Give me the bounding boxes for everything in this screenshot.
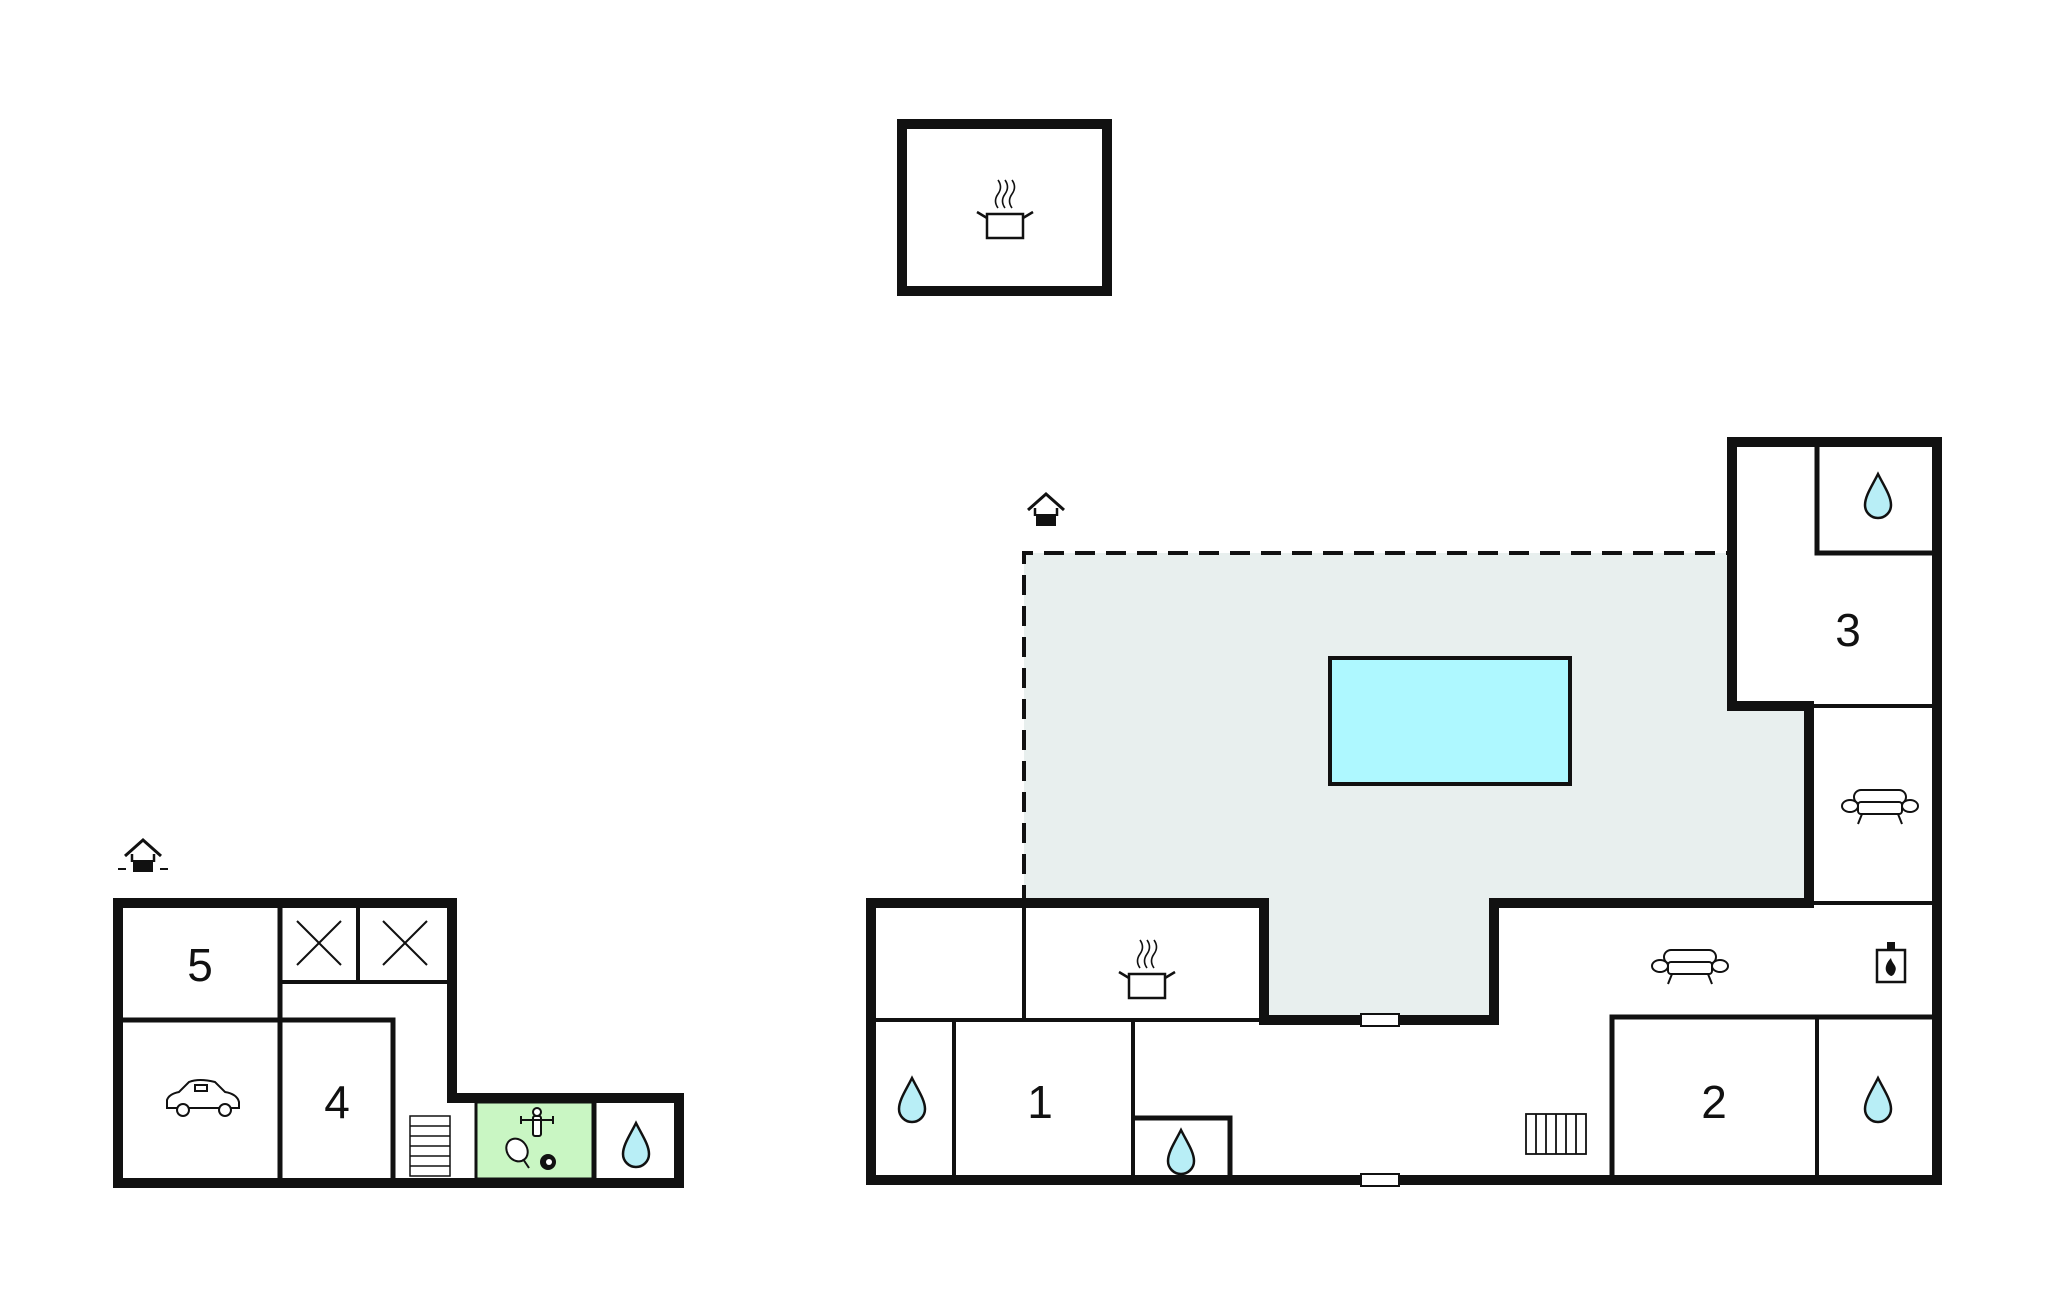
car-icon bbox=[166, 1079, 240, 1117]
foosball-icon bbox=[520, 1107, 554, 1137]
room-label-3: 3 bbox=[1835, 604, 1861, 656]
room-label-5: 5 bbox=[187, 939, 213, 991]
swimming-pool bbox=[1328, 656, 1572, 786]
stairs-icon bbox=[409, 1115, 451, 1177]
door-marker-entrance bbox=[1360, 1173, 1400, 1187]
well-icon bbox=[123, 838, 163, 874]
terrace-boundary bbox=[1022, 551, 1732, 905]
terrace bbox=[1024, 553, 1809, 1020]
annex-interior-walls bbox=[118, 903, 597, 1183]
door-marker-terrace bbox=[1360, 1013, 1400, 1027]
room-label-1: 1 bbox=[1027, 1076, 1053, 1128]
outbuilding-kitchen bbox=[897, 119, 1112, 296]
billiards-icon bbox=[540, 1154, 556, 1170]
room-label-2: 2 bbox=[1701, 1076, 1727, 1128]
table-tennis-icon bbox=[505, 1137, 530, 1169]
main-house-interior-walls bbox=[871, 442, 1937, 1180]
well-icon bbox=[1026, 492, 1066, 528]
room-label-4: 4 bbox=[324, 1076, 350, 1128]
radiator-icon bbox=[1525, 1113, 1587, 1155]
fireplace-icon bbox=[1875, 942, 1907, 984]
